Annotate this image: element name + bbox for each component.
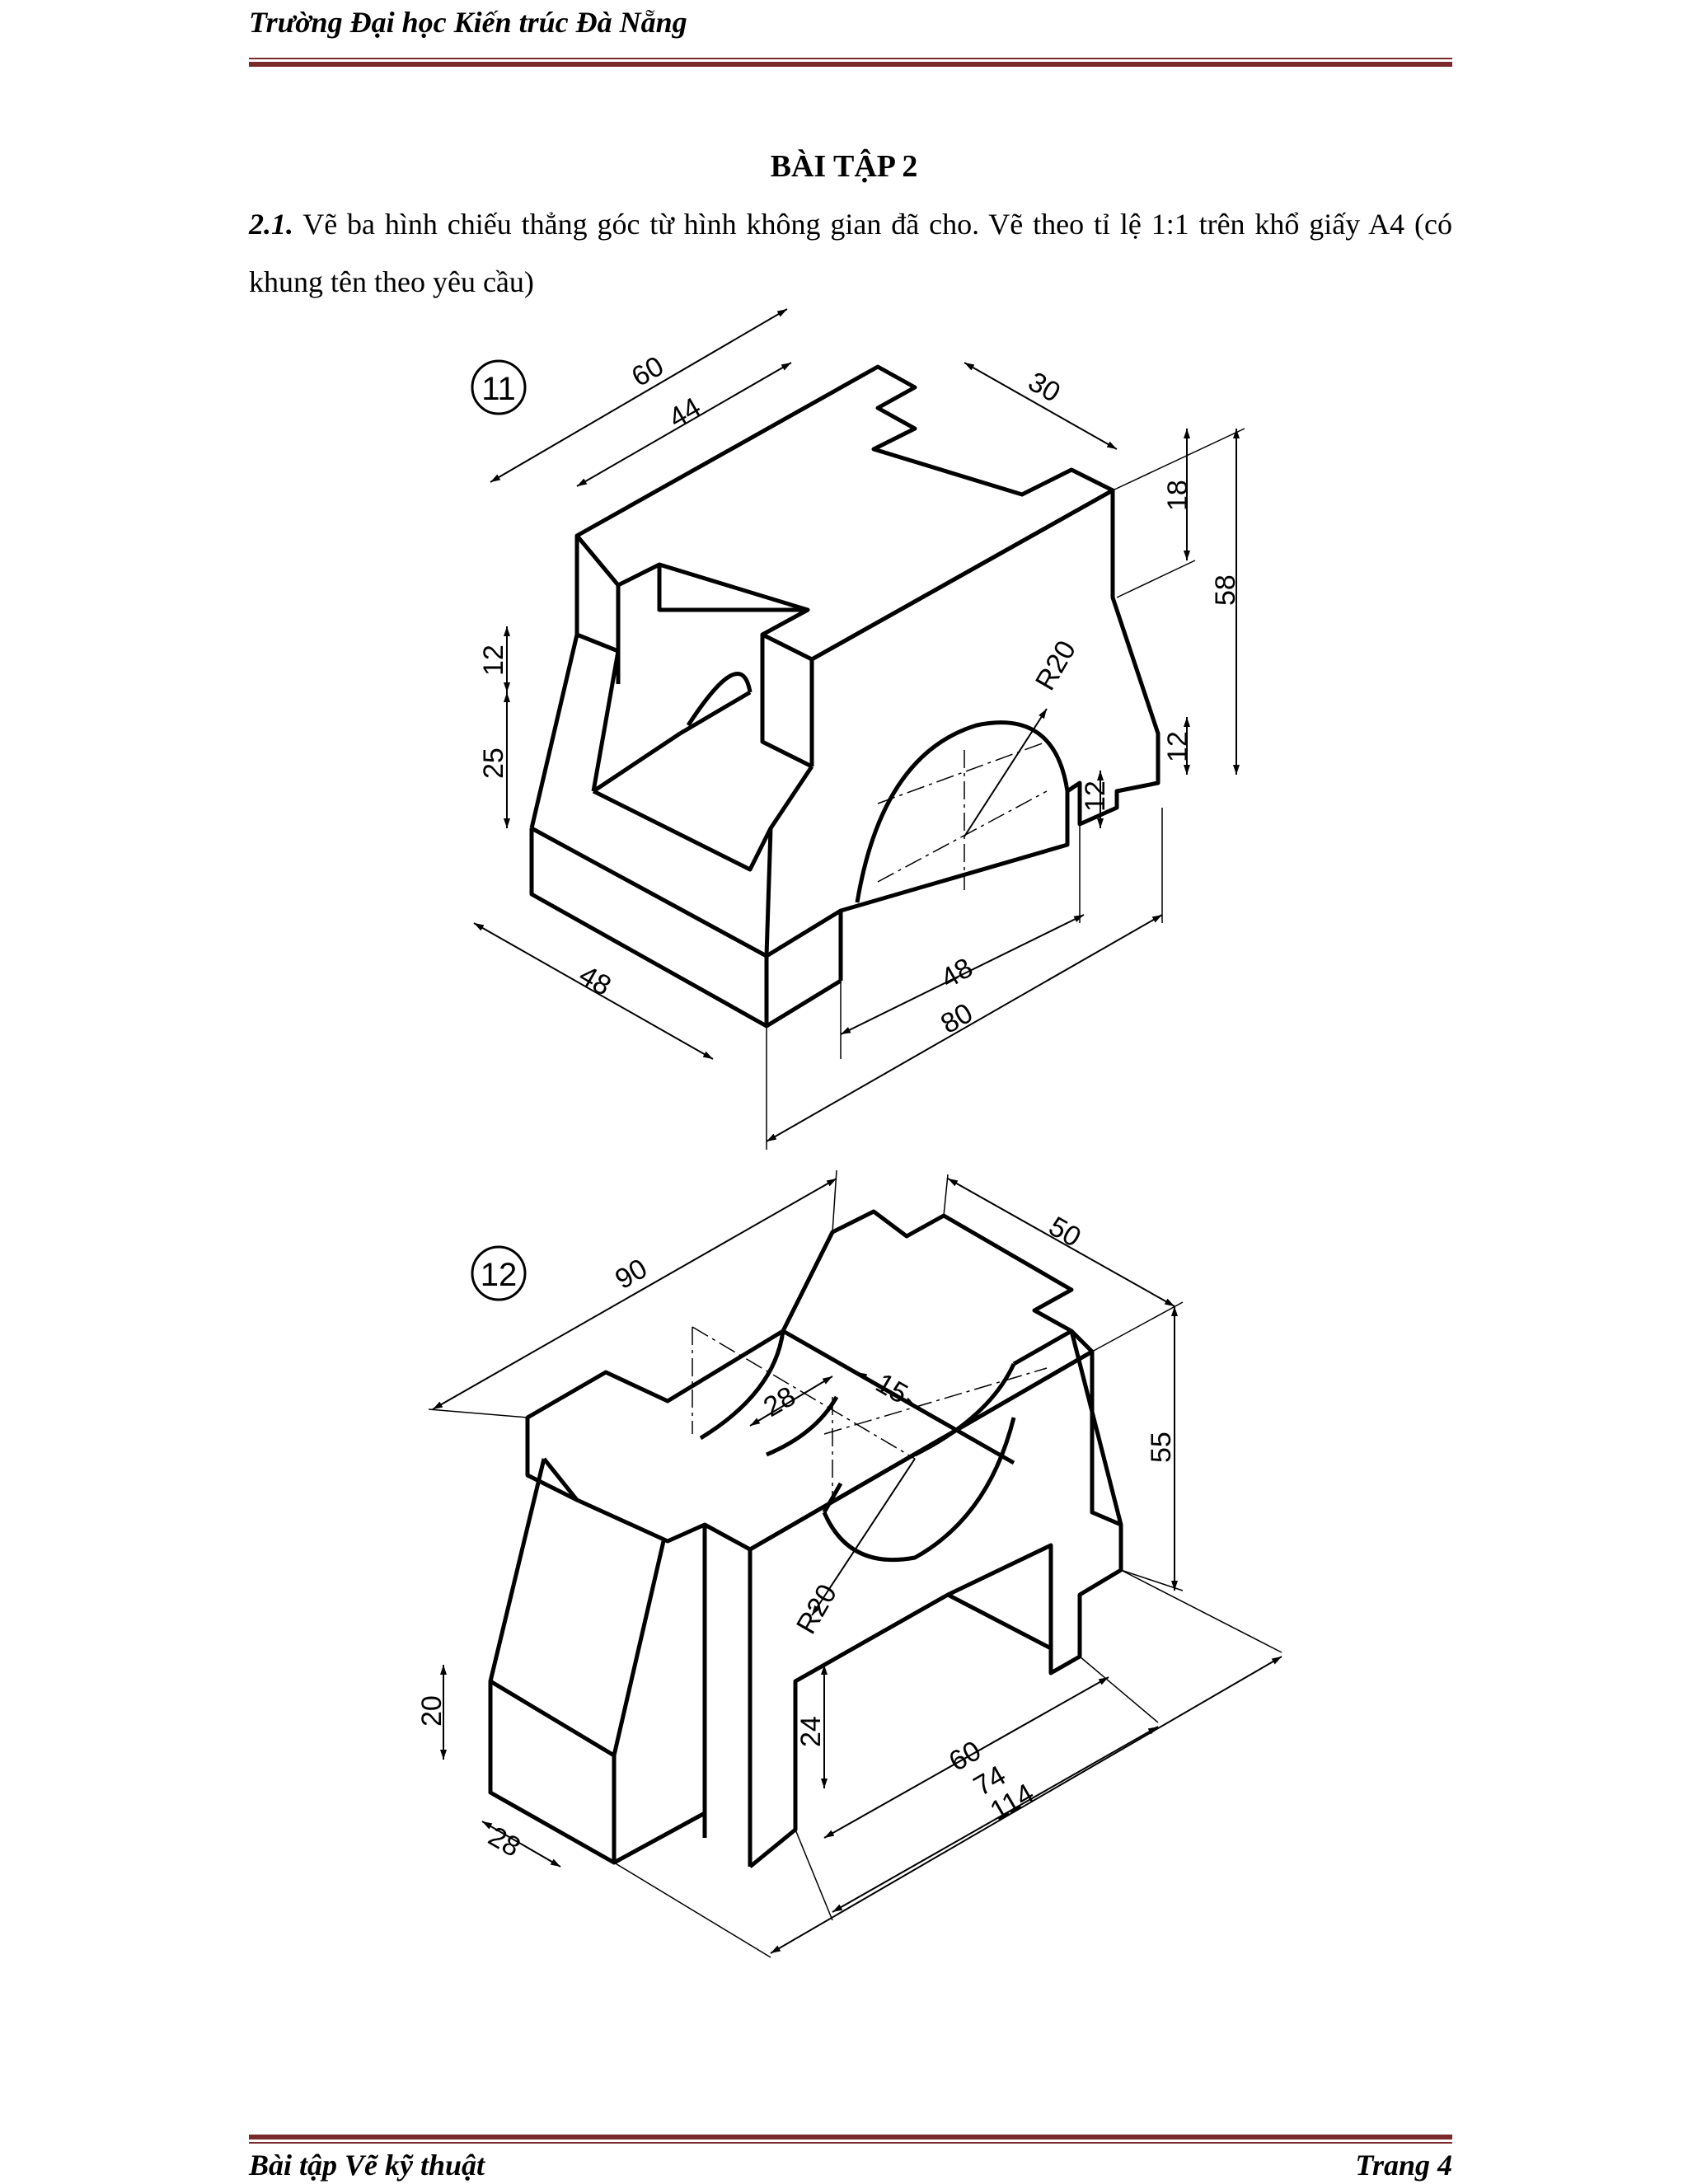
figure-12-label: 12	[481, 1257, 518, 1293]
header-title: Trường Đại học Kiến trúc Đà Nẵng	[249, 6, 687, 39]
exercise-title: BÀI TẬP 2	[770, 149, 918, 184]
dim-80: 80	[935, 997, 978, 1040]
footer-rule-bottom	[249, 2142, 1452, 2144]
header-rule-top	[249, 58, 1452, 59]
dim-44: 44	[663, 391, 706, 434]
figure-11-centerlines	[877, 741, 1048, 890]
dim-48-left: 48	[574, 959, 617, 1002]
exercise-text: 2.1. Vẽ ba hình chiếu thẳng góc từ hình …	[249, 195, 1452, 311]
figure-12-dimensions	[428, 1169, 1282, 1958]
figure-12-radius-leader	[811, 1458, 916, 1616]
dim-12-right: 12	[1162, 731, 1193, 762]
dim-55: 55	[1146, 1432, 1177, 1463]
dim-50: 50	[1043, 1211, 1086, 1254]
dim-r20: R20	[1029, 635, 1082, 696]
dim-18: 18	[1162, 480, 1193, 511]
footer-course-title: Bài tập Vẽ kỹ thuật	[249, 2149, 485, 2182]
figure-11-label: 11	[481, 371, 516, 407]
dim-48-right: 48	[935, 952, 978, 995]
figure-11: 11	[471, 308, 1245, 1150]
footer-page-number: Trang 4	[1355, 2149, 1452, 2182]
header-rule-main	[249, 62, 1452, 67]
figure-12: 12	[416, 1169, 1282, 1958]
figure-11-outline	[529, 364, 1160, 1029]
figure-12-dimension-text: 90 50 55 28 15 R20 20 24 28 60 74 114	[416, 1211, 1177, 1863]
dim-24: 24	[795, 1716, 827, 1747]
footer-rule-main	[249, 2135, 1452, 2139]
dim-28-bottom: 28	[483, 1821, 526, 1863]
exercise-instructions: Vẽ ba hình chiếu thẳng góc từ hình không…	[249, 208, 1452, 298]
figure-11-radius-leader	[964, 708, 1048, 837]
dim-25: 25	[478, 748, 509, 779]
dim-r20: R20	[790, 1579, 843, 1639]
dim-12-left: 12	[478, 644, 509, 676]
figure-11-dimensions	[473, 308, 1245, 1150]
dim-12-step: 12	[1080, 780, 1111, 812]
figure-12-outline	[488, 1209, 1123, 1868]
dim-90: 90	[610, 1253, 653, 1296]
dim-58: 58	[1210, 574, 1241, 606]
dim-60: 60	[626, 350, 669, 393]
exercise-number: 2.1.	[249, 208, 293, 241]
dim-20: 20	[416, 1695, 448, 1727]
figure-11-dimension-text: 60 44 30 18 58 12 25 12 12 R20 48 48 80	[478, 350, 1241, 1040]
dim-30: 30	[1023, 366, 1066, 409]
